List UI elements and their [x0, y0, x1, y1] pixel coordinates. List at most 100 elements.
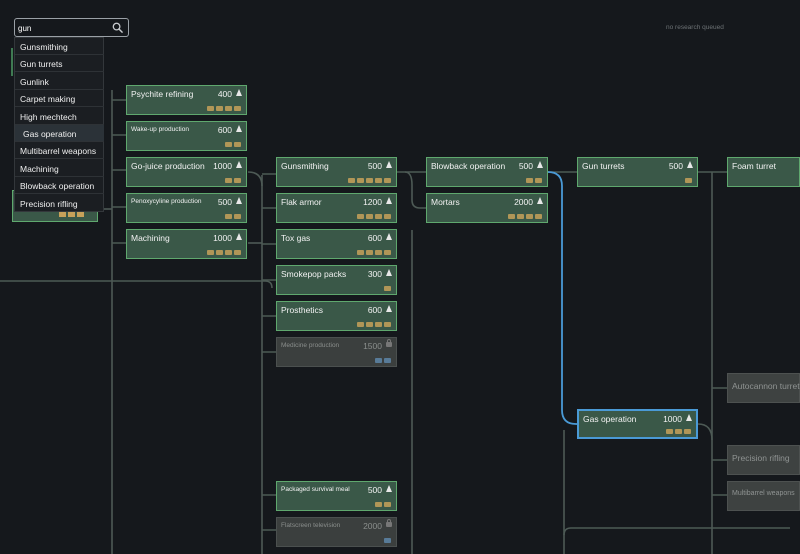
node-label: Prosthetics [281, 305, 324, 315]
flask-icon [386, 233, 392, 240]
search-result-multibarrel-weapons[interactable]: Multibarrel weapons [15, 142, 104, 159]
tech-node-flatscreen-television[interactable]: Flatscreen television 2000 [276, 517, 397, 547]
node-label: Foam turret [732, 161, 776, 171]
tech-node-wake-up[interactable]: Wake-up production 600 [126, 121, 247, 151]
tech-node-mortars[interactable]: Mortars 2000 [426, 193, 548, 223]
node-cost: 1500 [363, 341, 382, 351]
search-results-dropdown: Gunsmithing Gun turrets Gunlink Carpet m… [14, 37, 104, 212]
search-result-machining[interactable]: Machining [15, 160, 104, 177]
tech-node-machining[interactable]: Machining 1000 [126, 229, 247, 259]
tech-node-gunsmithing[interactable]: Gunsmithing 500 [276, 157, 397, 187]
flask-icon [687, 161, 693, 168]
tech-node-packaged-survival-meal[interactable]: Packaged survival meal 500 [276, 481, 397, 511]
node-cost: 500 [217, 197, 232, 207]
node-cost: 1000 [663, 414, 682, 424]
search-box[interactable] [14, 18, 129, 37]
search-result-blowback-operation[interactable]: Blowback operation [15, 177, 104, 194]
node-label: Wake-up production [131, 126, 189, 133]
search-result-high-mechtech[interactable]: High mechtech [15, 108, 104, 125]
node-label: Penoxycyline production [131, 198, 202, 205]
node-cost: 1200 [363, 197, 382, 207]
node-label: Tox gas [281, 233, 311, 243]
node-cost: 600 [367, 305, 382, 315]
flask-icon [386, 197, 392, 204]
node-cost: 300 [367, 269, 382, 279]
tech-node-foam-turret[interactable]: Foam turret [727, 157, 800, 187]
unlock-icons [375, 358, 391, 363]
node-label: Machining [131, 233, 170, 243]
node-cost: 500 [367, 485, 382, 495]
node-cost: 600 [367, 233, 382, 243]
flask-icon [386, 305, 392, 312]
unlock-icons [357, 214, 391, 219]
tech-node-smokepop[interactable]: Smokepop packs 300 [276, 265, 397, 295]
node-label: Packaged survival meal [281, 486, 350, 493]
unlock-icons [207, 106, 241, 111]
node-label: Gun turrets [582, 161, 625, 171]
search-result-gunlink[interactable]: Gunlink [15, 73, 104, 90]
node-label: Go-juice production [131, 161, 205, 171]
flask-icon [236, 89, 242, 96]
tech-node-gun-turrets[interactable]: Gun turrets 500 [577, 157, 698, 187]
tech-node-autocannon-turret[interactable]: Autocannon turret [727, 373, 800, 403]
unlock-icons [384, 538, 391, 543]
flask-icon [236, 161, 242, 168]
node-cost: 2000 [514, 197, 533, 207]
node-label: Precision rifling [732, 453, 790, 463]
unlock-icons [207, 250, 241, 255]
tech-node-medicine-production[interactable]: Medicine production 1500 [276, 337, 397, 367]
unlock-icons [375, 502, 391, 507]
unlock-icons [59, 212, 84, 217]
node-label: Flatscreen television [281, 522, 341, 529]
flask-icon [386, 269, 392, 276]
flask-icon [537, 161, 543, 168]
tech-node-go-juice[interactable]: Go-juice production 1000 [126, 157, 247, 187]
node-label: Autocannon turret [732, 381, 800, 391]
unlock-icons [666, 429, 691, 434]
flask-icon [236, 125, 242, 132]
research-queue-status: no research queued [666, 24, 724, 31]
tech-node-prosthetics[interactable]: Prosthetics 600 [276, 301, 397, 331]
node-cost: 500 [518, 161, 533, 171]
search-result-gun-turrets[interactable]: Gun turrets [15, 55, 104, 72]
node-label: Gas operation [583, 414, 637, 424]
node-cost: 500 [367, 161, 382, 171]
flask-icon [686, 414, 692, 421]
node-label: Flak armor [281, 197, 322, 207]
flask-icon [386, 161, 392, 168]
node-cost: 2000 [363, 521, 382, 531]
lock-icon [386, 339, 392, 347]
flask-icon [236, 233, 242, 240]
tech-node-blowback-operation[interactable]: Blowback operation 500 [426, 157, 548, 187]
search-result-precision-rifling[interactable]: Precision rifling [20, 199, 78, 209]
search-result-gas-operation[interactable]: Gas operation [15, 125, 104, 142]
unlock-icons [225, 142, 241, 147]
node-cost: 1000 [213, 233, 232, 243]
tech-node-tox-gas[interactable]: Tox gas 600 [276, 229, 397, 259]
node-cost: 600 [217, 125, 232, 135]
node-cost: 500 [668, 161, 683, 171]
flask-icon [537, 197, 543, 204]
node-label: Blowback operation [431, 161, 506, 171]
unlock-icons [225, 178, 241, 183]
search-icon[interactable] [112, 22, 123, 33]
node-cost: 400 [217, 89, 232, 99]
flask-icon [236, 197, 242, 204]
unlock-icons [348, 178, 391, 183]
lock-icon [386, 519, 392, 527]
node-cost: 1000 [213, 161, 232, 171]
tech-node-precision-rifling[interactable]: Precision rifling [727, 445, 800, 475]
unlock-icons [508, 214, 542, 219]
tech-node-psychite-refining[interactable]: Psychite refining 400 [126, 85, 247, 115]
unlock-icons [357, 250, 391, 255]
search-result-carpet-making[interactable]: Carpet making [15, 90, 104, 107]
unlock-icons [357, 322, 391, 327]
search-result-gunsmithing[interactable]: Gunsmithing [15, 38, 104, 55]
search-input[interactable] [18, 22, 113, 34]
sidebar-accent [11, 48, 13, 76]
tech-node-gas-operation[interactable]: Gas operation 1000 [577, 409, 698, 439]
tech-node-penoxycyline[interactable]: Penoxycyline production 500 [126, 193, 247, 223]
tech-node-multibarrel-weapons[interactable]: Multibarrel weapons [727, 481, 800, 511]
tech-node-flak-armor[interactable]: Flak armor 1200 [276, 193, 397, 223]
